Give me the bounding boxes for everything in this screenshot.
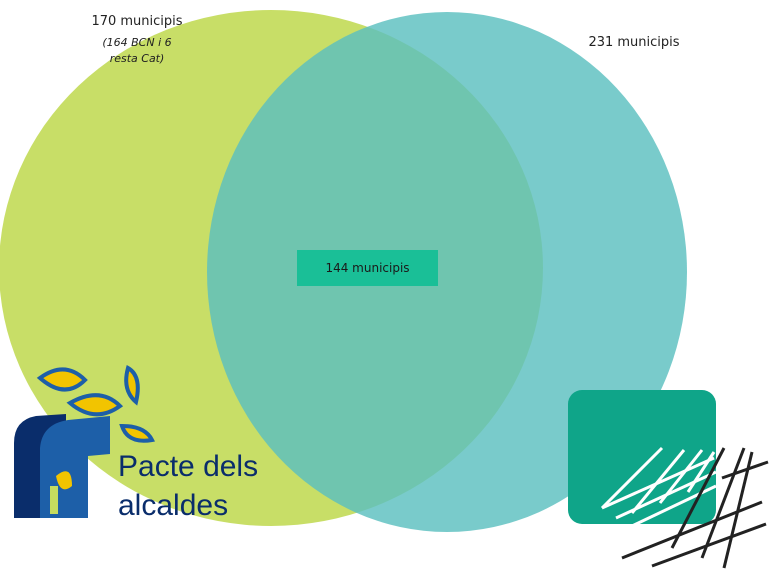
alcaldes-word: alcaldes	[118, 489, 229, 522]
intersection-label: 144 municipis	[325, 261, 410, 275]
pacte-word: Pacte	[118, 450, 195, 483]
left-set-note-line2: resta Cat)	[109, 52, 165, 65]
pacte-dels-alcaldes-logo-mark	[14, 364, 156, 518]
right-set-count-label: 231 municipis	[588, 35, 680, 50]
intersection-badge: 144 municipis	[297, 250, 438, 286]
left-set-count-label: 170 municipis	[91, 14, 183, 29]
left-set-note-line1: (164 BCN i 6	[102, 36, 172, 49]
right-set-circle	[207, 12, 687, 532]
dels-word: dels	[203, 450, 259, 483]
pacte-logo-text-line1: Pacte dels	[118, 450, 258, 484]
grid-logo	[568, 390, 769, 569]
